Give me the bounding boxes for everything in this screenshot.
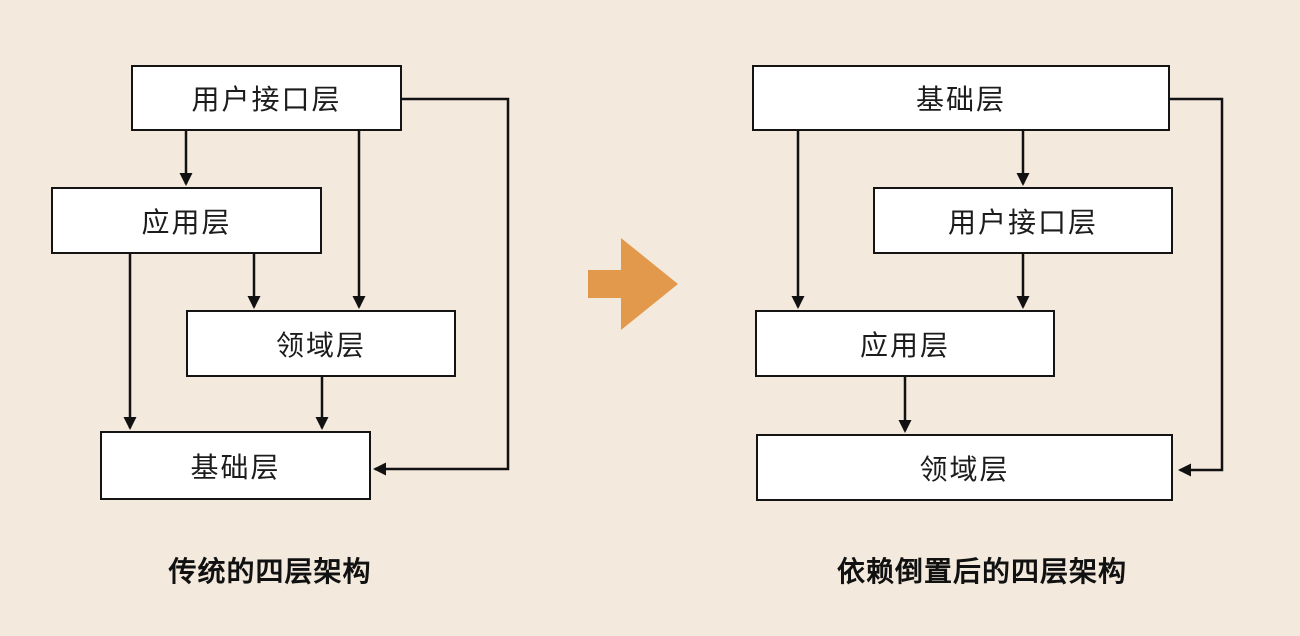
left-box-user-interface-layer-label: 用户接口层 xyxy=(191,84,342,115)
right-box-application-layer-label: 应用层 xyxy=(859,329,950,361)
left-box-domain-layer: 领域层 xyxy=(186,310,456,377)
right-box-domain-layer-label: 领域层 xyxy=(919,453,1010,485)
left-box-infrastructure-layer-label: 基础层 xyxy=(190,451,281,483)
right-box-user-interface-layer-label: 用户接口层 xyxy=(947,206,1098,238)
left-box-domain-layer-label: 领域层 xyxy=(275,329,366,361)
connector-left-ui-to-infrastructure xyxy=(373,97,510,476)
left-box-application-layer-label: 应用层 xyxy=(141,206,232,238)
transform-right-arrow-icon xyxy=(588,238,678,330)
right-box-infrastructure-layer-label: 基础层 xyxy=(915,84,1006,115)
left-box-user-interface-layer: 用户接口层 xyxy=(131,65,402,131)
right-box-domain-layer: 领域层 xyxy=(756,434,1173,501)
right-box-application-layer: 应用层 xyxy=(755,310,1055,377)
right-box-infrastructure-layer: 基础层 xyxy=(752,65,1170,131)
right-diagram-caption: 依赖倒置后的四层架构 xyxy=(836,556,1127,587)
right-box-user-interface-layer: 用户接口层 xyxy=(873,187,1173,254)
left-diagram-caption: 传统的四层架构 xyxy=(168,556,372,587)
left-box-application-layer: 应用层 xyxy=(51,187,322,254)
left-box-infrastructure-layer: 基础层 xyxy=(100,431,371,500)
connector-right-infrastructure-to-domain xyxy=(1170,97,1224,477)
